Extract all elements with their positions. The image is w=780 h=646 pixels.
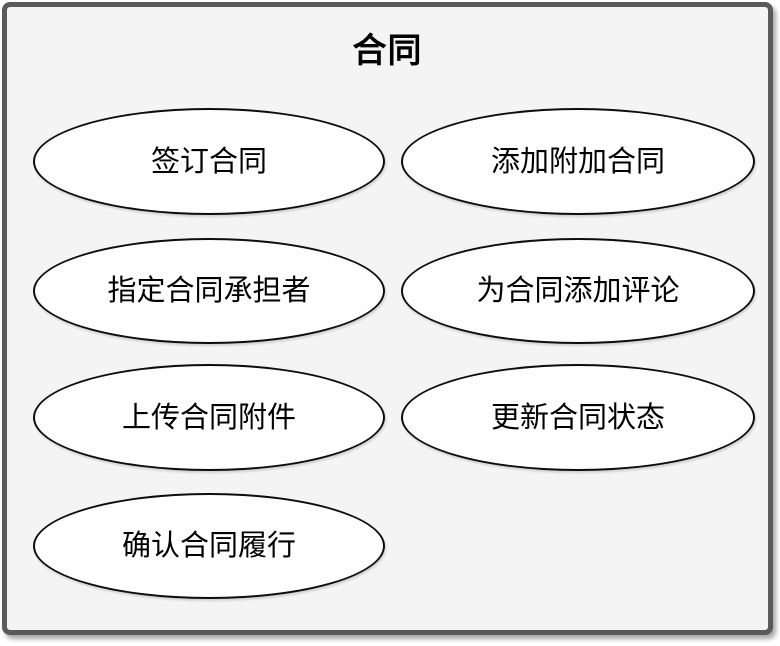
diagram-title: 合同 — [352, 32, 423, 70]
usecase-confirm-contract-fulfillment: 确认合同履行 — [33, 493, 385, 599]
usecase-label: 指定合同承担者 — [107, 275, 311, 307]
usecase-comment-on-contract: 为合同添加评论 — [401, 238, 755, 344]
usecase-label: 上传合同附件 — [121, 401, 296, 434]
usecase-label: 签订合同 — [150, 145, 267, 178]
usecase-label: 为合同添加评论 — [476, 275, 680, 307]
usecase-label: 更新合同状态 — [490, 401, 665, 434]
system-boundary-contract: 合同 签订合同 添加附加合同 指定合同承担者 为合同添加评论 上传合同附件 更新… — [2, 2, 773, 635]
usecase-assign-contract-bearer: 指定合同承担者 — [33, 238, 385, 344]
usecase-sign-contract: 签订合同 — [33, 108, 385, 215]
usecase-label: 添加附加合同 — [490, 145, 665, 178]
usecase-update-contract-status: 更新合同状态 — [401, 364, 755, 471]
usecase-label: 确认合同履行 — [121, 530, 296, 562]
usecase-upload-contract-attachment: 上传合同附件 — [33, 364, 385, 471]
usecase-add-supplementary-contract: 添加附加合同 — [401, 108, 755, 215]
